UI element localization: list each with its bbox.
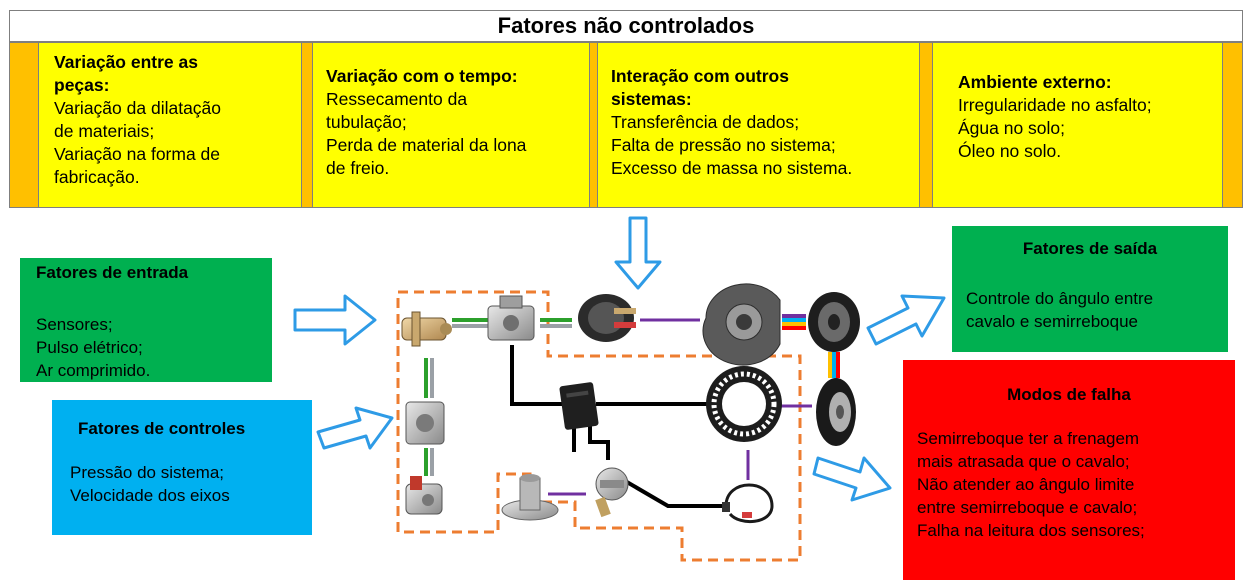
wiring-harness [510, 345, 726, 508]
control-factors-box: Fatores de controles Pressão do sistema;… [52, 400, 312, 535]
abs-tone-ring-icon [706, 366, 782, 442]
factor-line: de freio. [326, 158, 390, 178]
box-line: Pressão do sistema; [70, 463, 225, 482]
box-title: Fatores de entrada [36, 263, 189, 282]
factor-line: fabricação. [54, 167, 140, 187]
factor-box-time-variation: Variação com o tempo: Ressecamento da tu… [312, 43, 590, 207]
box-line: Velocidade dos eixos [70, 486, 230, 505]
factor-line: Ressecamento da [326, 89, 468, 109]
wheel-hub-icon [501, 474, 559, 521]
factor-line: Excesso de massa no sistema. [611, 158, 853, 178]
factor-line: Variação da dilatação [54, 98, 222, 118]
factor-line: Óleo no solo. [958, 141, 1062, 161]
factor-box-part-variation: Variação entre as peças: Variação da dil… [38, 43, 302, 207]
failure-modes-box: Modos de falha Semirreboque ter a frenag… [903, 360, 1235, 580]
sensor-cable-icon [722, 483, 774, 524]
factor-line: Água no solo; [958, 118, 1066, 138]
factor-line: Irregularidade no asfalto; [958, 95, 1152, 115]
arrow-failures-down-right [812, 456, 892, 502]
factor-heading: Variação entre as [54, 52, 198, 72]
electric-lines [548, 318, 812, 496]
factor-box-external-environment: Ambiente externo: Irregularidade no asfa… [932, 43, 1223, 207]
relay-valve-icon [487, 295, 535, 341]
box-line: Não atender ao ângulo limite [917, 475, 1135, 494]
factor-heading: Interação com outros [611, 66, 789, 86]
factor-heading: Variação com o tempo: [326, 66, 518, 86]
box-line: mais atrasada que o cavalo; [917, 452, 1130, 471]
filter-valve-icon [405, 401, 445, 445]
arrow-controls-right [316, 406, 394, 450]
coupling-valve-icon [401, 311, 452, 347]
input-factors-box: Fatores de entrada Sensores; Pulso elétr… [20, 258, 272, 382]
page-title: Fatores não controlados [9, 10, 1243, 42]
factor-box-system-interaction: Interação com outros sistemas: Transferê… [597, 43, 920, 207]
box-title: Fatores de controles [78, 419, 246, 438]
factor-line: Perda de material da lona [326, 135, 527, 155]
box-line: Falha na leitura dos sensores; [917, 521, 1145, 540]
factor-heading: Ambiente externo: [958, 72, 1112, 92]
box-line: Controle do ângulo entre [966, 289, 1154, 308]
box-title: Modos de falha [1007, 385, 1131, 404]
box-line: entre semirreboque e cavalo; [917, 498, 1138, 517]
box-line: Semirreboque ter a frenagem [917, 429, 1140, 448]
factor-heading: peças: [54, 75, 110, 95]
box-line: Sensores; [36, 315, 113, 334]
factor-heading: sistemas: [611, 89, 692, 109]
data-cable-rainbow [782, 314, 840, 378]
output-factors-box: Fatores de saída Controle do ângulo entr… [952, 226, 1228, 352]
speed-sensor-icon [595, 467, 629, 518]
brake-chamber-icon [578, 294, 636, 342]
factor-line: de materiais; [54, 121, 155, 141]
solenoid-valve-icon [405, 476, 443, 515]
box-line: Pulso elétrico; [36, 338, 143, 357]
factor-line: Falta de pressão no sistema; [611, 135, 836, 155]
air-lines [424, 318, 572, 476]
brake-drum-icon [808, 292, 860, 352]
arrow-outputs-up-right [866, 294, 946, 346]
factor-line: Transferência de dados; [611, 112, 800, 132]
brake-assembly-icon [702, 283, 781, 366]
factor-line: tubulação; [326, 112, 407, 132]
box-line: Ar comprimido. [36, 361, 151, 380]
factor-line: Variação na forma de [54, 144, 221, 164]
arrow-inputs-right [293, 294, 377, 346]
uncontrolled-factors-band: Variação entre as peças: Variação da dil… [9, 42, 1243, 208]
box-title: Fatores de saída [1022, 239, 1158, 258]
system-boundary-dashed [396, 290, 802, 562]
arrow-uncontrolled-down [614, 216, 662, 290]
ecu-module-icon [559, 382, 599, 430]
box-line: cavalo e semirreboque [966, 312, 1138, 331]
wheel-tire-icon [816, 378, 856, 446]
